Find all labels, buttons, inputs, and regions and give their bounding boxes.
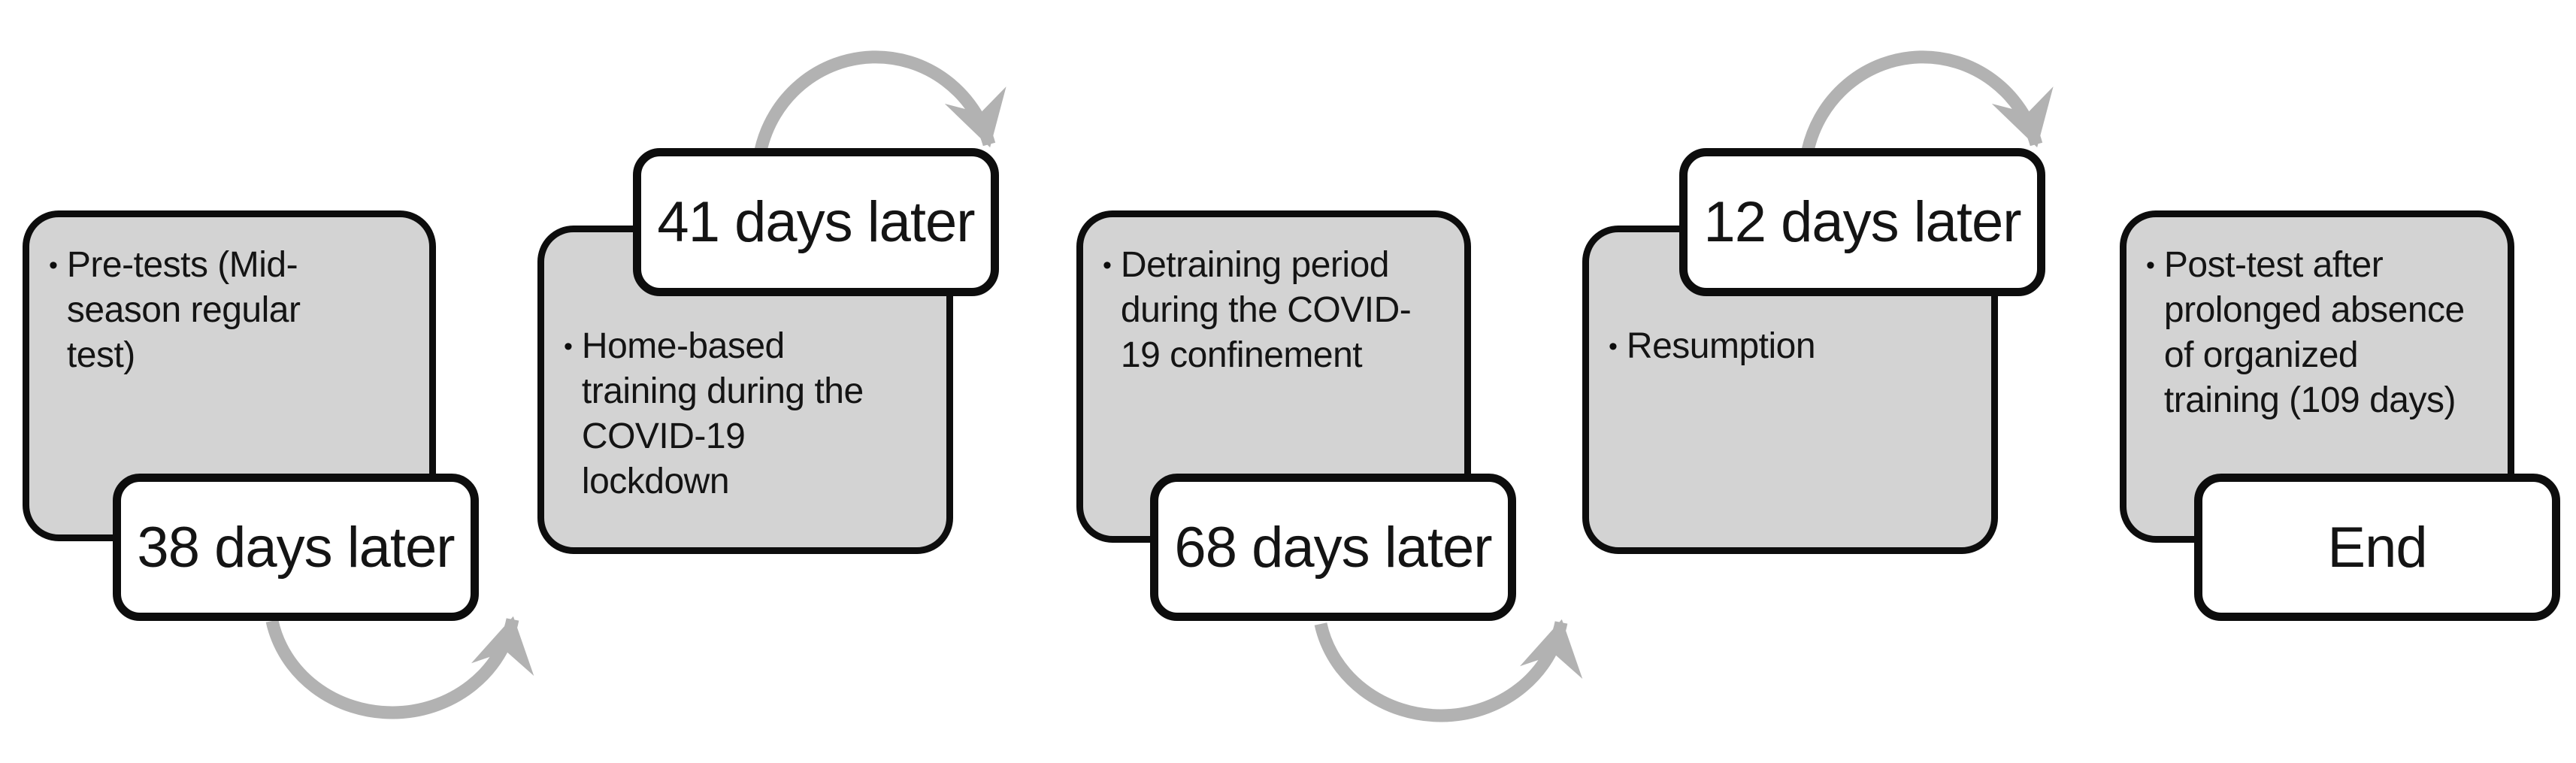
- interval-label-end: End: [2194, 474, 2560, 621]
- stage-box-text: Home-based training during the COVID-19 …: [581, 326, 864, 501]
- curved-arrow-step4-to-step5: [1801, 50, 2054, 152]
- interval-label-text: 12 days later: [1703, 190, 2021, 254]
- interval-label-41-days: 41 days later: [633, 148, 999, 296]
- stage-box-pre-tests: • Pre-tests (Mid- season regular test): [23, 210, 436, 541]
- stage-box-content: • Home-based training during the COVID-1…: [544, 232, 946, 519]
- bullet-icon: •: [1103, 251, 1112, 280]
- stage-box-content: • Resumption: [1589, 232, 1991, 384]
- stage-box-text: Post-test after prolonged absence of org…: [2163, 245, 2465, 420]
- interval-label-text: 68 days later: [1174, 515, 1492, 580]
- stage-box-content: • Post-test after prolonged absence of o…: [2126, 217, 2508, 438]
- bullet-icon: •: [1609, 332, 1618, 361]
- interval-label-text: 38 days later: [137, 515, 455, 580]
- bullet-icon: •: [49, 251, 58, 280]
- stage-box-text: Resumption: [1626, 326, 1816, 366]
- stage-box-content: • Detraining period during the COVID- 19…: [1083, 217, 1464, 393]
- stage-box-text: Pre-tests (Mid- season regular test): [66, 245, 301, 375]
- bullet-icon: •: [2146, 251, 2155, 280]
- interval-label-text: End: [2327, 515, 2427, 580]
- interval-label-38-days: 38 days later: [113, 474, 479, 621]
- curved-arrow-step1-to-step2: [265, 616, 534, 719]
- curved-arrow-step3-to-step4: [1314, 619, 1583, 722]
- bullet-icon: •: [564, 332, 573, 361]
- stage-box-content: • Pre-tests (Mid- season regular test): [29, 217, 429, 393]
- interval-label-text: 41 days later: [657, 190, 975, 254]
- interval-label-12-days: 12 days later: [1679, 148, 2045, 296]
- interval-label-68-days: 68 days later: [1150, 474, 1516, 621]
- stage-box-text: Detraining period during the COVID- 19 c…: [1120, 245, 1412, 375]
- curved-arrow-step2-to-step3: [754, 50, 1006, 152]
